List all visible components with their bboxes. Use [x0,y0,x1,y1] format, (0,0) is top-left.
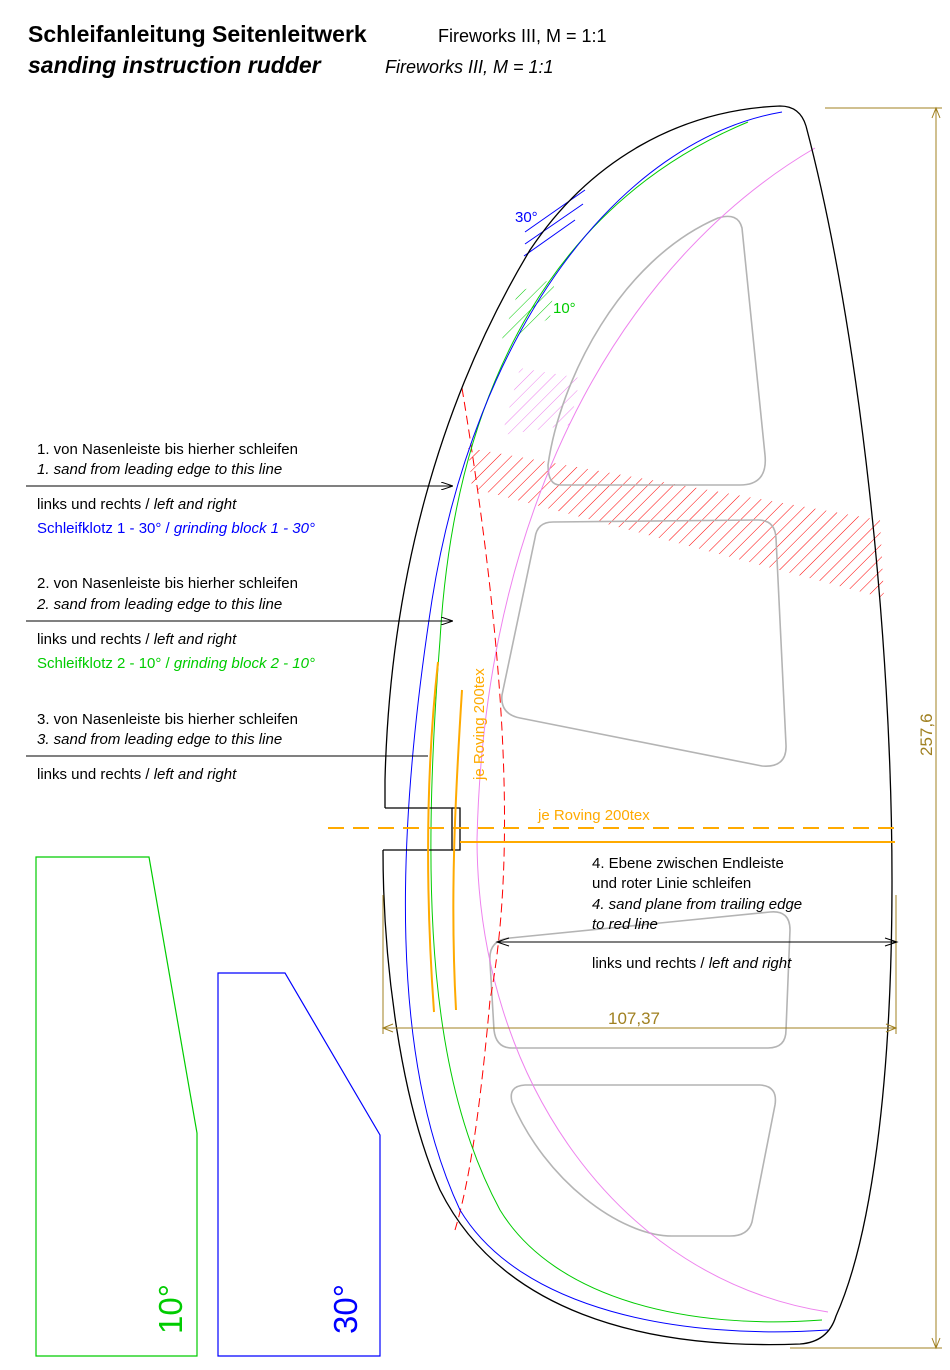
step-1-note: 1. von Nasenleiste bis hierher schleifen… [26,441,452,537]
red-dashed-line [454,387,505,1231]
width-dimension-value: 107,37 [608,1009,660,1028]
cutout-bottom [510,1084,777,1237]
title-de-model: Fireworks III, M = 1:1 [438,26,607,46]
grinding-block-10-label: 10° [152,1284,189,1334]
cutout-top [547,215,767,486]
width-dimension [381,895,898,1034]
step-2-en: 2. sand from leading edge to this line [36,596,282,613]
step-3-de: 3. von Nasenleiste bis hierher schleifen [37,711,298,728]
step-2-side: links und rechts / left and right [37,631,237,648]
step-1-en: 1. sand from leading edge to this line [37,461,282,478]
step-4-arrow [495,937,899,947]
grinding-block-10: 10° [35,856,198,1357]
step-2-note: 2. von Nasenleiste bis hierher schleifen… [26,575,452,672]
step-4-side: links und rechts / left and right [592,955,792,972]
step-3-en: 3. sand from leading edge to this line [37,731,282,748]
step-2-block: Schleifklotz 2 - 10° / grinding block 2 … [37,655,315,672]
step-4-de-line2: und roter Linie schleifen [592,875,751,892]
title-en: sanding instruction rudder [28,52,322,78]
step-3-side: links und rechts / left and right [37,766,237,783]
title-en-model: Fireworks III, M = 1:1 [385,57,554,77]
grinding-block-30-label: 30° [327,1284,364,1334]
roving-vertical-right [452,689,463,1011]
cutout-upper-mid [501,519,787,767]
step-4-en-line2: to red line [592,916,658,933]
step-2-de: 2. von Nasenleiste bis hierher schleifen [37,575,298,592]
green-line [430,121,823,1323]
step-4-de-line1: 4. Ebene zwischen Endleiste [592,855,784,872]
hatch-red-zone [468,448,884,598]
roving-label-horizontal: je Roving 200tex [537,807,650,824]
blue-line [404,111,829,1333]
step-1-side: links und rechts / left and right [37,496,237,513]
blue-30-hatch [523,189,586,257]
step-3-note: 3. von Nasenleiste bis hierher schleifen… [26,711,428,783]
hatch-magenta-zone [502,368,580,435]
roving-label-vertical: je Roving 200tex [471,668,488,781]
angle-label-30: 30° [515,209,538,226]
step-4-note: 4. Ebene zwischen Endleiste und roter Li… [495,855,899,972]
roving-strips [328,661,895,1013]
height-dimension [790,106,942,1350]
angle-label-10: 10° [553,300,576,317]
step-1-de: 1. von Nasenleiste bis hierher schleifen [37,441,298,458]
grinding-block-30: 30° [217,972,381,1357]
title-de: Schleifanleitung Seitenleitwerk [28,21,367,47]
step-1-block: Schleifklotz 1 - 30° / grinding block 1 … [37,520,315,537]
step-4-en-line1: 4. sand plane from trailing edge [592,896,802,913]
roving-vertical-left [427,661,439,1013]
height-dimension-value: 257,6 [917,713,936,756]
cutout-lower-mid [489,911,791,1049]
title-block: Schleifanleitung Seitenleitwerk Firework… [28,21,607,78]
hatch-green-zone [500,278,555,345]
rib-cutouts [489,215,791,1237]
magenta-line [476,147,829,1313]
